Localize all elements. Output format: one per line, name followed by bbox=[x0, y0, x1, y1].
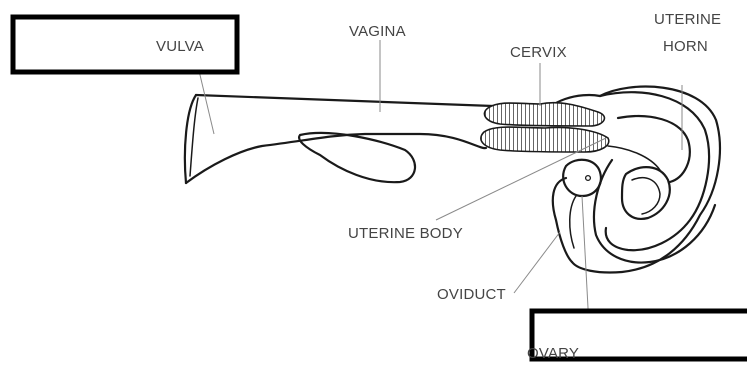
horn-loop-inner bbox=[632, 178, 660, 214]
cervix-ring-lower bbox=[481, 127, 609, 152]
label-oviduct: OVIDUCT bbox=[437, 286, 506, 303]
oviduct-inner bbox=[570, 196, 576, 248]
horn-loop bbox=[622, 167, 670, 219]
ovary-shape bbox=[563, 160, 601, 196]
label-mask-vulva: VULVA bbox=[13, 17, 237, 72]
cervix-ring-upper bbox=[484, 103, 604, 126]
label-ovary: OVARY bbox=[527, 345, 579, 362]
label-uterine-horn-line1: UTERINE bbox=[654, 11, 721, 28]
label-mask-ovary: OVARY bbox=[527, 311, 747, 362]
label-vulva: VULVA bbox=[156, 38, 204, 55]
vagina-lower-edge bbox=[186, 134, 486, 183]
bladder-lobe bbox=[299, 133, 415, 182]
uterine-body-lumen bbox=[608, 146, 660, 170]
ovary-follicle bbox=[586, 176, 591, 181]
vulva-fold bbox=[190, 98, 198, 176]
tract-illustration bbox=[185, 87, 720, 273]
label-vagina: VAGINA bbox=[349, 23, 406, 40]
vagina-outline bbox=[196, 87, 720, 273]
label-cervix: CERVIX bbox=[510, 44, 567, 61]
label-uterine-horn-line2: HORN bbox=[663, 38, 708, 55]
oviduct-leader bbox=[514, 232, 560, 293]
label-uterine-body: UTERINE BODY bbox=[348, 225, 463, 242]
